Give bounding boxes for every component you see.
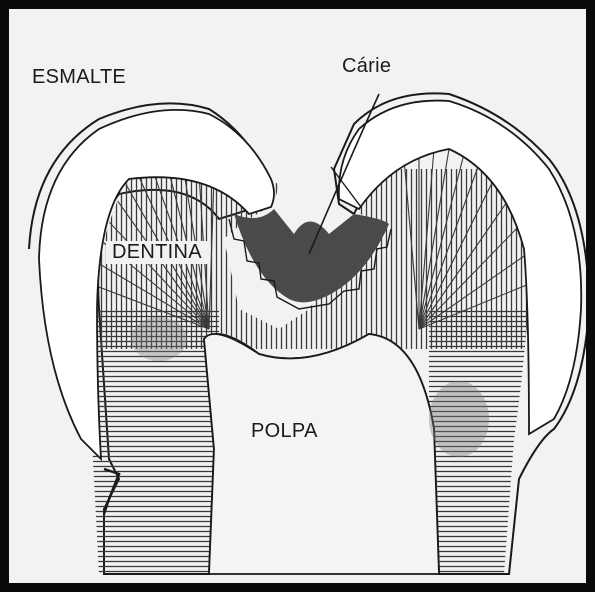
label-polpa: POLPA — [251, 420, 318, 443]
label-carie: Cárie — [342, 55, 391, 78]
dentin-shade-left — [131, 317, 187, 361]
label-esmalte: ESMALTE — [32, 66, 126, 89]
pulp-cavity — [204, 334, 439, 574]
label-dentina: DENTINA — [106, 241, 208, 264]
dentin-shade-right — [429, 381, 489, 457]
tooth-diagram — [9, 9, 595, 592]
